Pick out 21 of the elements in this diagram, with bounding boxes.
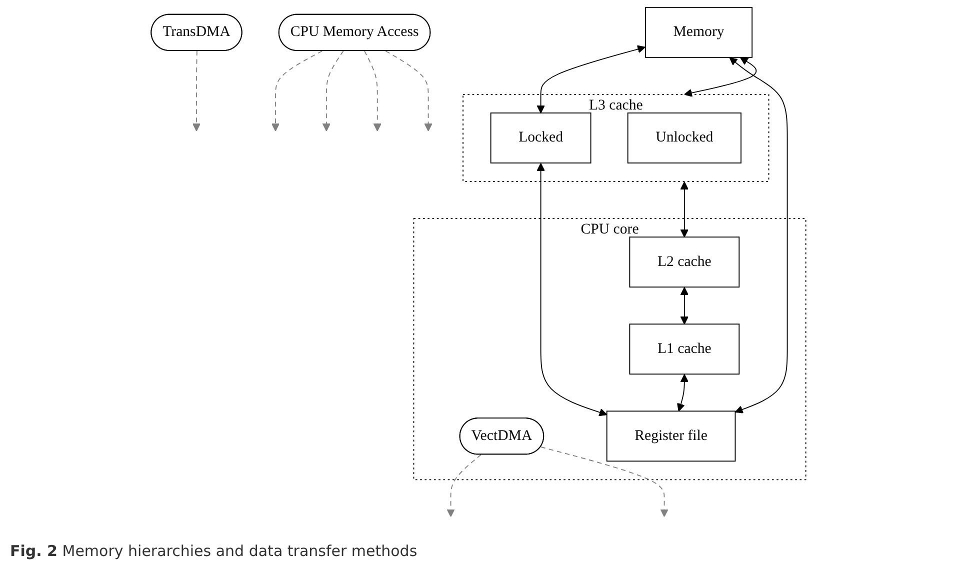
node-box: Locked [490, 112, 591, 164]
arrow [540, 446, 668, 518]
figure-caption: Fig. 2 Memory hierarchies and data transfer methods [9, 541, 418, 562]
arrow [680, 287, 688, 324]
arrow [322, 50, 344, 132]
arrow [270, 50, 322, 132]
node-box: Unlocked [626, 112, 741, 164]
arrow [676, 374, 688, 412]
arrow [684, 57, 756, 97]
arrow [384, 50, 432, 132]
arrow [680, 182, 688, 238]
arrow [536, 45, 645, 114]
node-box: Register file [606, 410, 736, 462]
arrow [364, 50, 381, 132]
arrow [446, 454, 481, 518]
node-box: Memory [644, 6, 752, 58]
arrow [728, 57, 788, 414]
node-box: L2 cache [628, 236, 740, 288]
node-box: L1 cache [628, 324, 740, 375]
arrow [536, 162, 607, 416]
arrow [192, 50, 200, 132]
